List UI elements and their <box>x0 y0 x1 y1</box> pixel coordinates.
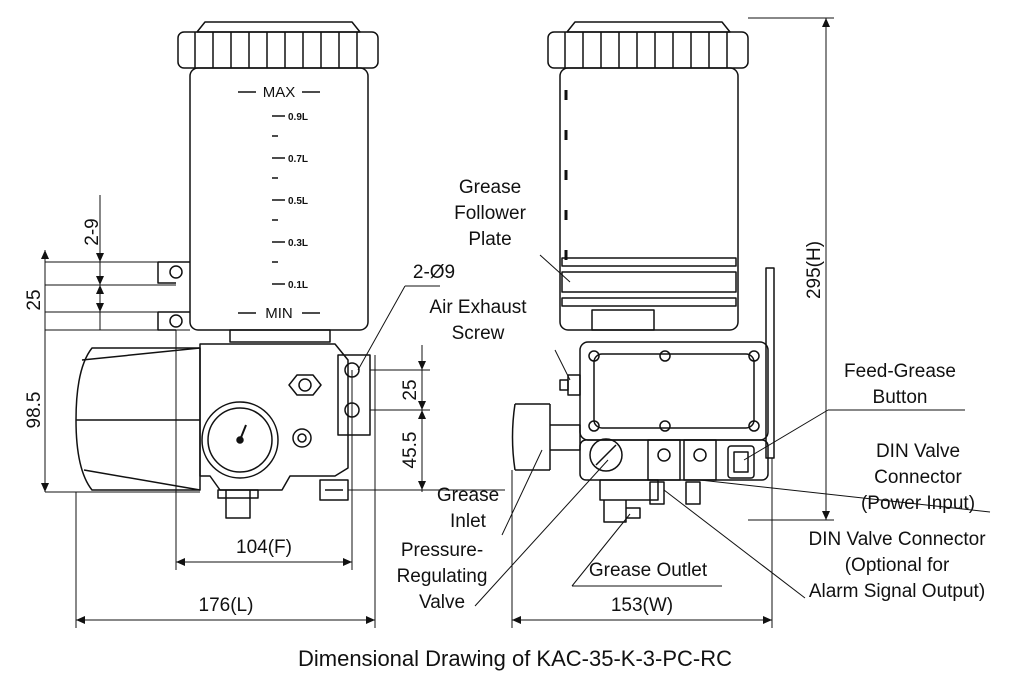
svg-text:(Optional for: (Optional for <box>845 555 950 576</box>
reservoir-front <box>559 67 739 331</box>
svg-text:Grease: Grease <box>437 485 499 506</box>
scale-mark-05: 0.5L <box>288 196 308 207</box>
grease-follower-plate <box>561 257 737 307</box>
grease-outlet-fitting-side <box>225 490 251 519</box>
front-view <box>511 21 775 523</box>
dim-295: 295(H) <box>804 241 825 299</box>
air-exhaust-nut-side <box>288 374 322 396</box>
svg-text:DIN Valve Connector: DIN Valve Connector <box>808 529 986 550</box>
side-view <box>75 21 379 519</box>
pressure-gauge-front <box>511 403 551 471</box>
svg-text:Grease: Grease <box>459 177 521 198</box>
svg-text:Air Exhaust: Air Exhaust <box>429 297 527 318</box>
dim-2-9: 2-9 <box>82 218 103 245</box>
air-exhaust-screw <box>567 374 581 396</box>
reservoir-cap-front <box>547 31 749 69</box>
scale-min: MIN <box>265 305 293 322</box>
callout-din-power: DIN Valve Connector (Power Input) <box>861 441 975 514</box>
dim-98-5: 98.5 <box>24 392 45 429</box>
pump-body <box>199 343 349 491</box>
reservoir-cap-side <box>177 31 379 69</box>
svg-text:Button: Button <box>873 387 928 408</box>
motor-housing <box>75 347 201 491</box>
terminal-box <box>579 341 769 441</box>
svg-text:Connector: Connector <box>874 467 962 488</box>
svg-text:Screw: Screw <box>452 323 505 344</box>
svg-text:Valve: Valve <box>419 592 465 613</box>
reservoir-side <box>189 67 369 331</box>
dim-45-5: 45.5 <box>400 432 421 469</box>
svg-text:Plate: Plate <box>468 229 511 250</box>
figure-caption: Dimensional Drawing of KAC-35-K-3-PC-RC <box>298 646 732 671</box>
reservoir-scale: MAX MIN 0.9L 0.7L 0.5L 0.3L 0.1L <box>238 84 320 322</box>
dimension-lines <box>44 17 834 628</box>
callout-din-alarm: DIN Valve Connector (Optional for Alarm … <box>808 529 986 602</box>
svg-text:Alarm Signal Output): Alarm Signal Output) <box>809 581 985 602</box>
dim-176: 176(L) <box>199 595 254 616</box>
svg-text:Inlet: Inlet <box>450 511 487 532</box>
svg-text:Regulating: Regulating <box>397 566 488 587</box>
din-connector-alarm <box>683 439 717 481</box>
leader-lines <box>357 254 991 607</box>
callout-grease-outlet: Grease Outlet <box>589 560 708 581</box>
scale-max: MAX <box>263 84 296 101</box>
svg-text:Follower: Follower <box>454 203 526 224</box>
callout-pressure-regulating-valve: Pressure- Regulating Valve <box>397 540 488 613</box>
dim-25-mid: 25 <box>400 379 421 400</box>
pressure-regulating-knob <box>589 438 623 472</box>
scale-mark-01: 0.1L <box>288 280 308 291</box>
svg-text:DIN Valve: DIN Valve <box>876 441 960 462</box>
callout-air-exhaust-screw: Air Exhaust Screw <box>429 297 527 344</box>
din-connector-power <box>647 439 681 481</box>
dim-104: 104(F) <box>236 537 292 558</box>
scale-mark-07: 0.7L <box>288 154 308 165</box>
callout-holes: 2-Ø9 <box>413 262 455 283</box>
grease-outlet-fitting-front <box>603 500 641 523</box>
feed-grease-button <box>727 445 755 479</box>
callout-feed-grease-button: Feed-Grease Button <box>844 361 956 408</box>
pressure-gauge-side <box>201 401 279 479</box>
svg-text:Feed-Grease: Feed-Grease <box>844 361 956 382</box>
svg-text:Pressure-: Pressure- <box>401 540 483 561</box>
svg-text:(Power Input): (Power Input) <box>861 493 975 514</box>
callout-grease-follower-plate: Grease Follower Plate <box>454 177 526 250</box>
scale-mark-03: 0.3L <box>288 238 308 249</box>
dim-25-left: 25 <box>24 289 45 310</box>
dim-153: 153(W) <box>611 595 673 616</box>
scale-mark-09: 0.9L <box>288 112 308 123</box>
callout-grease-inlet: Grease Inlet <box>437 485 499 532</box>
